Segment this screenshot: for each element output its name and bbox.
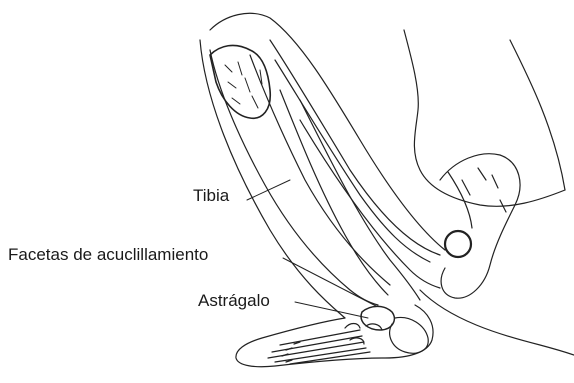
facets-leader-line [283, 258, 376, 306]
tibia-leader-line [247, 180, 290, 200]
buttock-outline [420, 290, 574, 355]
squatting-facets-label: Facetas de acuclillamiento [8, 245, 208, 265]
tibia-label: Tibia [193, 186, 229, 206]
tibia-bone-front [210, 50, 378, 305]
calcaneus-bone [390, 317, 429, 353]
tarsal-bones [345, 324, 382, 345]
body-outline [404, 30, 565, 206]
pelvis [440, 154, 520, 298]
tibia-bone-back [250, 55, 390, 285]
back-outline [510, 40, 565, 190]
talus-leader-line [295, 302, 368, 318]
fibula-bone [280, 90, 388, 295]
femoral-head [445, 231, 471, 257]
tibia-texture [225, 62, 262, 108]
talus-label: Astrágalo [198, 291, 270, 311]
